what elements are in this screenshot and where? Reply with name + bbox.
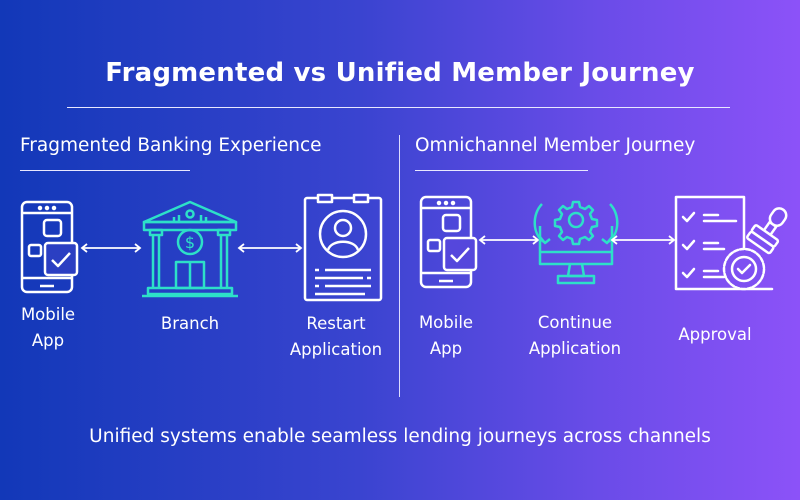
step-label-restart-application: Restart Application (276, 311, 396, 363)
double-arrow-icon (610, 235, 676, 245)
step-label-mobile-app: Mobile App (0, 302, 96, 354)
double-arrow-icon (80, 243, 142, 253)
title-divider (67, 107, 730, 108)
left-heading-underline (20, 170, 190, 171)
footer-caption: Unified systems enable seamless lending … (89, 426, 711, 447)
label-line: Approval (678, 325, 752, 344)
label-line: Application (528, 339, 622, 358)
application-form-icon (303, 193, 383, 302)
step-label-mobile-app: Mobile App (398, 310, 494, 362)
label-line: App (429, 339, 463, 358)
step-label-branch: Branch (130, 311, 250, 337)
step-label-continue-application: Continue Application (515, 310, 635, 362)
monitor-gear-sync-icon (533, 200, 619, 285)
label-line: Continue (537, 313, 613, 332)
checklist-stamp-icon (674, 195, 788, 291)
label-line: Restart (306, 314, 366, 333)
label-line: Mobile (20, 305, 76, 324)
step-label-approval: Approval (655, 322, 775, 348)
double-arrow-icon (478, 235, 540, 245)
label-line: Branch (160, 314, 220, 333)
label-line: Mobile (418, 313, 474, 332)
page-title: Fragmented vs Unified Member Journey (105, 58, 695, 88)
mobile-app-icon (20, 200, 79, 294)
svg-text:$: $ (185, 233, 195, 252)
label-line: Application (289, 340, 383, 359)
panel-divider (399, 135, 400, 397)
mobile-app-icon (419, 195, 478, 289)
right-heading-underline (415, 170, 588, 171)
right-heading: Omnichannel Member Journey (415, 135, 696, 156)
left-heading: Fragmented Banking Experience (20, 135, 322, 156)
bank-branch-icon: $ (142, 200, 238, 298)
label-line: App (31, 331, 65, 350)
double-arrow-icon (237, 243, 303, 253)
